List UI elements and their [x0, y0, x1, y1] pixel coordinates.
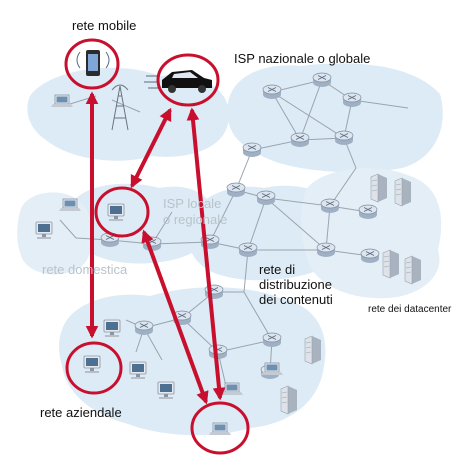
label-content-provider-line1: rete di: [259, 262, 296, 277]
label-mobile-network: rete mobile: [72, 18, 137, 33]
highlight-circle: [65, 341, 123, 395]
server-icon: [394, 177, 412, 207]
label-enterprise-network: rete aziendale: [40, 405, 122, 420]
arrow-regional-laptop: [141, 229, 209, 405]
cell-tower-icon: [111, 84, 129, 131]
router-icon: [238, 242, 258, 258]
router-icon: [226, 182, 246, 198]
router-icon: [342, 92, 362, 108]
region-mobile: [27, 67, 230, 161]
server-icon: [370, 173, 388, 203]
label-content-provider: rete di distribuzione dei contenuti: [259, 262, 333, 307]
server-icon: [404, 255, 422, 285]
region-global-isp: [227, 63, 443, 173]
router-icon: [262, 84, 282, 100]
highlight-circle: [64, 38, 120, 90]
highlight-circle: [190, 401, 250, 455]
router-icon: [242, 142, 262, 158]
label-content-provider-line2: distribuzione: [259, 277, 332, 292]
label-regional-isp-line1: ISP locale: [163, 196, 222, 211]
devices: [35, 84, 422, 415]
label-content-provider-line3: dei contenuti: [259, 292, 333, 307]
car-icon: [144, 70, 212, 93]
router-icon: [358, 204, 378, 220]
router-icon: [290, 132, 310, 148]
highlight-circle: [156, 53, 220, 107]
router-icon: [262, 332, 282, 348]
highlight-arrows: [85, 91, 226, 405]
router-icon: [316, 242, 336, 258]
smartphone-icon: [76, 50, 110, 76]
label-regional-isp: ISP locale o regionale: [163, 196, 227, 228]
router-icon: [134, 320, 154, 336]
highlighted-endpoints: [64, 38, 250, 455]
router-icon: [312, 72, 332, 88]
router-icon: [320, 198, 340, 214]
arrow-car-regional: [130, 107, 172, 189]
router-icon: [256, 190, 276, 206]
label-datacenter-network: rete dei datacenter: [368, 304, 452, 315]
router-icon: [360, 248, 380, 264]
network-regions: [17, 63, 443, 436]
server-icon: [304, 335, 322, 365]
label-home-network: rete domestica: [42, 262, 128, 277]
label-regional-isp-line2: o regionale: [163, 212, 228, 227]
label-global-isp: ISP nazionale o globale: [234, 51, 371, 66]
region-home: [17, 192, 93, 275]
server-icon: [382, 249, 400, 279]
server-icon: [280, 385, 298, 415]
router-icon: [334, 130, 354, 146]
